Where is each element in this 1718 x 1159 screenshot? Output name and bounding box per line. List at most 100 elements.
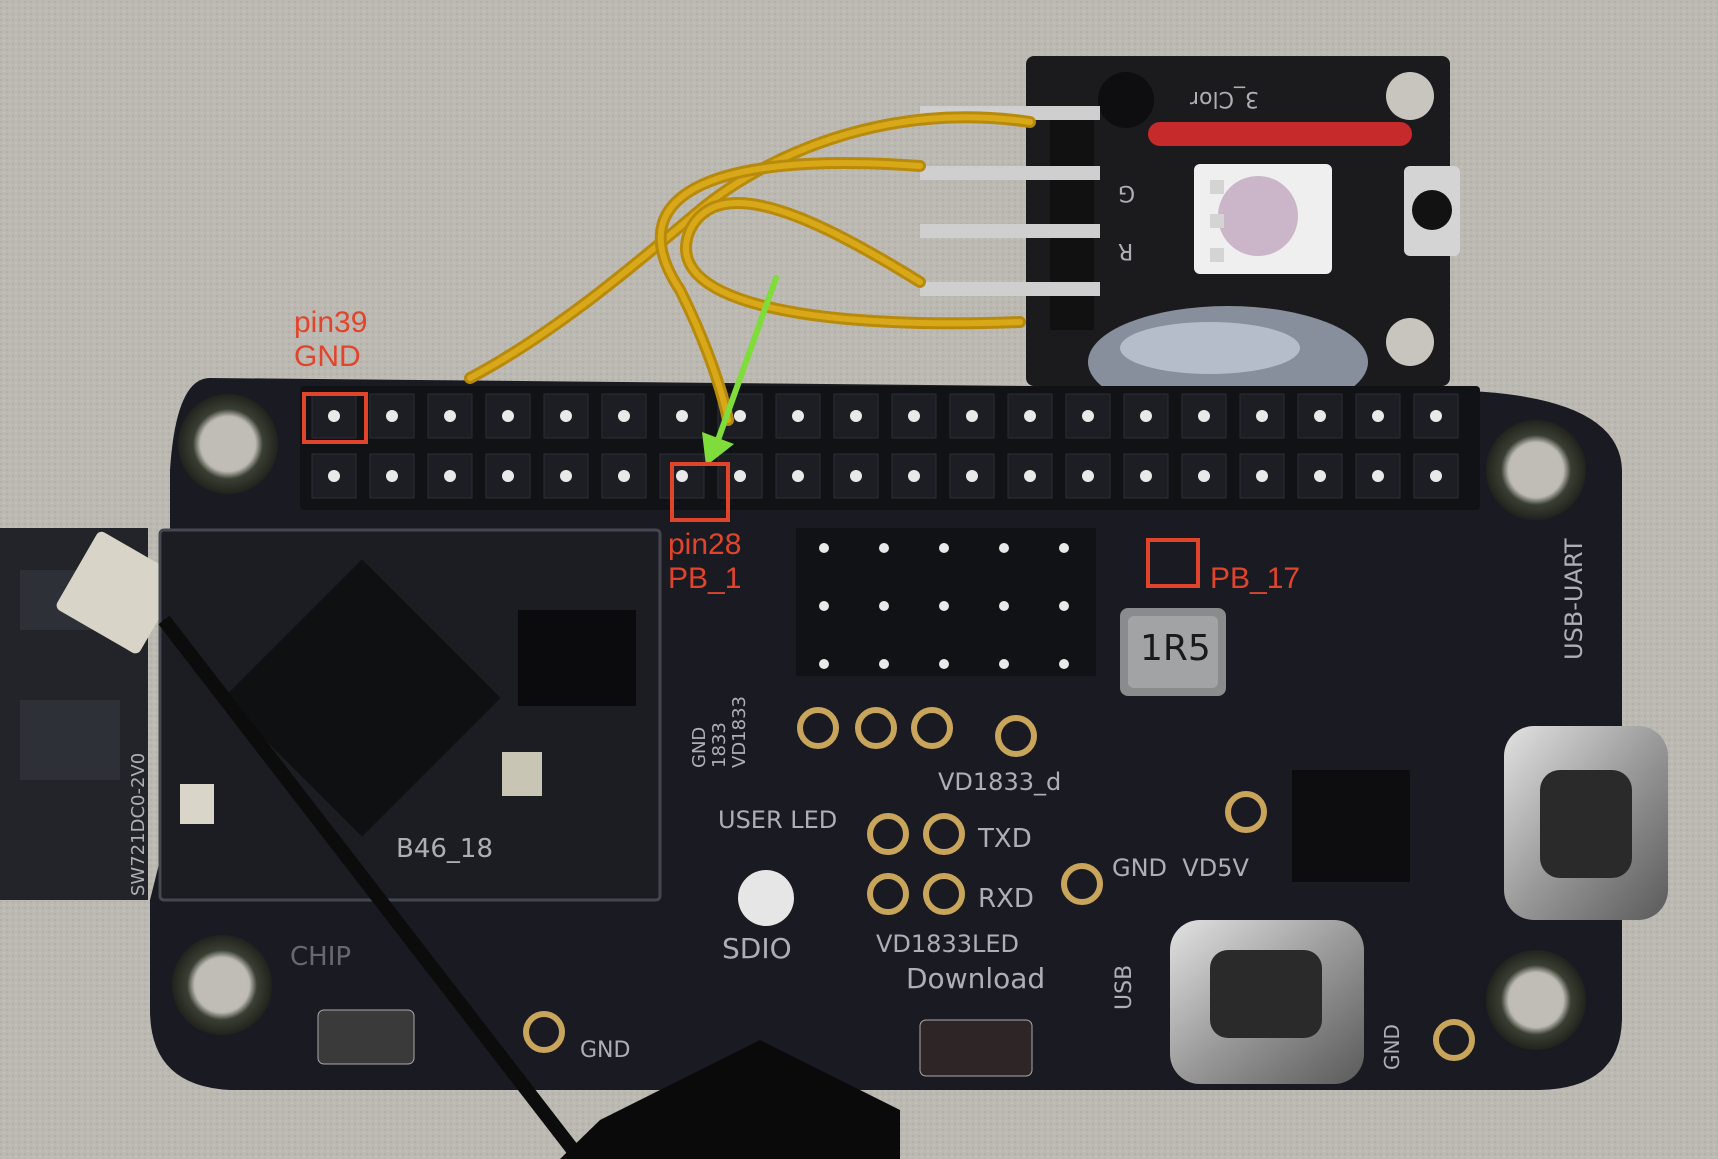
secondary-header-pin xyxy=(1059,601,1069,611)
header-pin xyxy=(850,410,862,422)
gnd-right-label: GND xyxy=(1380,1024,1404,1070)
header-pin xyxy=(676,470,688,482)
secondary-header-pin xyxy=(999,659,1009,669)
rgb-module-label: 3_Clor xyxy=(1190,86,1259,111)
test-pads xyxy=(523,707,1475,1061)
usb-c-right xyxy=(1504,726,1668,920)
header-pin xyxy=(560,410,572,422)
secondary-header-pin xyxy=(879,543,889,553)
header-pin-base xyxy=(485,453,531,499)
header-pin xyxy=(328,470,340,482)
header-pin xyxy=(676,410,688,422)
header-pin xyxy=(1430,410,1442,422)
rgb-pin-g-label: G xyxy=(1118,180,1136,205)
header-pin xyxy=(1140,470,1152,482)
secondary-header-pin xyxy=(999,601,1009,611)
header-pin xyxy=(792,470,804,482)
header-pin xyxy=(1256,470,1268,482)
header-pin xyxy=(734,470,746,482)
secondary-header-pin xyxy=(999,543,1009,553)
header-pin xyxy=(328,410,340,422)
download-button xyxy=(919,1019,1033,1077)
antenna-module xyxy=(0,528,181,900)
usb-label: USB xyxy=(1112,964,1137,1010)
secondary-header-pin xyxy=(1059,543,1069,553)
gold-thru-hole xyxy=(1061,863,1103,905)
module-label: B46_18 xyxy=(396,834,494,864)
gold-thru-hole xyxy=(995,715,1037,757)
header-pin xyxy=(1256,410,1268,422)
vd1833-label: VD1833_d xyxy=(938,768,1062,796)
header-pin xyxy=(1024,410,1036,422)
header-pin xyxy=(1082,410,1094,422)
gpio-header xyxy=(300,386,1480,510)
pin28-highlight-box xyxy=(670,462,730,522)
secondary-header-pin xyxy=(1059,659,1069,669)
header-pin xyxy=(444,470,456,482)
pin39-pin-label: pin39 xyxy=(294,306,368,339)
gold-thru-hole xyxy=(911,707,953,749)
rxd-label: RXD xyxy=(978,884,1034,914)
gold-thru-hole xyxy=(855,707,897,749)
download-label: Download xyxy=(906,962,1046,995)
sdio-label: SDIO xyxy=(722,932,792,965)
header-pin xyxy=(1314,410,1326,422)
gold-thru-hole xyxy=(867,813,909,855)
usb-uart-label: USB-UART xyxy=(1560,538,1588,661)
header-pin xyxy=(1372,410,1384,422)
gold-thru-hole xyxy=(797,707,839,749)
secondary-header-pin xyxy=(819,543,829,553)
secondary-header-pin xyxy=(819,659,829,669)
pb17-annotation: PB_17 xyxy=(1210,562,1300,596)
header-pin xyxy=(1314,470,1326,482)
header-pin xyxy=(850,470,862,482)
secondary-header-pin xyxy=(879,659,889,669)
pin39-signal-label: GND xyxy=(294,340,361,373)
gnd-bottom-label: GND xyxy=(580,1038,631,1063)
header-pin xyxy=(966,410,978,422)
jumper-wires xyxy=(464,111,1036,426)
secondary-header xyxy=(796,528,1096,676)
header-pin xyxy=(1372,470,1384,482)
inductor-label: 1R5 xyxy=(1140,628,1211,669)
usb-uart-chip xyxy=(1292,770,1410,882)
rgb-pin-r-label: R xyxy=(1118,238,1134,263)
gold-thru-hole xyxy=(923,813,965,855)
header-pin xyxy=(1140,410,1152,422)
pin28-signal-label: PB_1 xyxy=(668,562,742,595)
header-pin xyxy=(386,410,398,422)
gold-thru-hole xyxy=(867,873,909,915)
inductor-1r5 xyxy=(1120,608,1226,696)
pb17-signal-label: PB_17 xyxy=(1210,562,1301,595)
gold-thru-hole xyxy=(923,873,965,915)
header-pin xyxy=(908,470,920,482)
header-pin xyxy=(1198,410,1210,422)
header-pin xyxy=(734,410,746,422)
green-arrow xyxy=(702,275,779,466)
secondary-header-pin xyxy=(939,659,949,669)
header-pin xyxy=(1082,470,1094,482)
secondary-header-pin xyxy=(939,543,949,553)
header-pin xyxy=(618,410,630,422)
secondary-header-pin xyxy=(939,601,949,611)
pb17-highlight-box xyxy=(1146,538,1200,588)
chip-label: CHIP xyxy=(290,942,352,972)
user-led-label: USER LED xyxy=(718,806,838,834)
gnd-1833-labels: GND 1833 VD1833 xyxy=(689,696,750,768)
header-pin xyxy=(908,410,920,422)
rf-module xyxy=(158,528,662,1159)
secondary-header-pin xyxy=(879,601,889,611)
header-pin xyxy=(386,470,398,482)
pin39-highlight-box xyxy=(302,392,368,444)
header-pin xyxy=(792,410,804,422)
header-pin xyxy=(1024,470,1036,482)
pin39-annotation: pin39 GND xyxy=(294,306,367,374)
gold-thru-hole xyxy=(1433,1019,1475,1061)
header-pin xyxy=(444,410,456,422)
pin28-annotation: pin28 PB_1 xyxy=(668,528,741,596)
user-led xyxy=(738,870,794,926)
pin28-pin-label: pin28 xyxy=(668,528,742,561)
header-pin xyxy=(966,470,978,482)
header-pin xyxy=(618,470,630,482)
